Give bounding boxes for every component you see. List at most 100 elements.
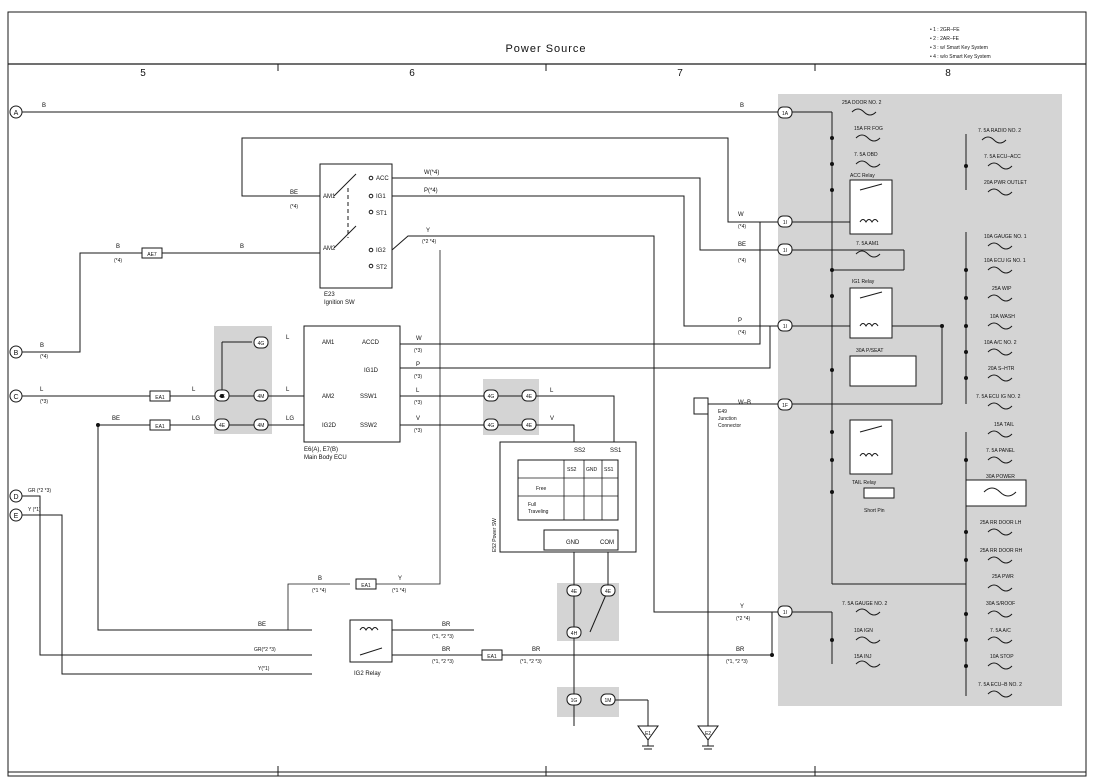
svg-text:(*1, *2 *3): (*1, *2 *3) [432, 659, 454, 665]
svg-text:(*1, *2 *3): (*1, *2 *3) [726, 659, 748, 665]
svg-text:1A: 1A [782, 111, 789, 117]
ig1-relay [849, 287, 893, 339]
svg-text:BE: BE [112, 416, 120, 422]
svg-text:25A WIP: 25A WIP [992, 286, 1012, 292]
connector-4e-c [521, 389, 537, 402]
note-1: • 1 : 2GR–FE [930, 27, 960, 33]
main-body-ecu [303, 325, 401, 443]
note-2: • 2 : 2AR–FE [930, 36, 960, 42]
svg-text:ACC: ACC [376, 176, 389, 182]
svg-text:4E: 4E [219, 423, 226, 429]
connector-4e-d [521, 418, 537, 431]
svg-text:10A GAUGE NO. 1: 10A GAUGE NO. 1 [984, 234, 1027, 240]
svg-text:BE: BE [258, 622, 266, 628]
svg-text:P(*4): P(*4) [424, 188, 438, 194]
svg-text:(*1 *4): (*1 *4) [392, 588, 407, 594]
svg-text:GND: GND [566, 540, 580, 546]
svg-text:4E: 4E [605, 589, 612, 595]
svg-text:AM1: AM1 [322, 340, 335, 346]
ig2-relay-label: IG2 Relay [354, 671, 381, 677]
connector-4h [566, 626, 582, 639]
ig2-relay [349, 619, 393, 663]
svg-text:V: V [550, 416, 554, 422]
svg-text:EA1: EA1 [155, 395, 165, 401]
svg-text:P: P [416, 362, 420, 368]
svg-text:20A S–HTR: 20A S–HTR [988, 366, 1015, 372]
svg-text:SS2: SS2 [567, 467, 577, 473]
connector-4g-b [483, 389, 499, 402]
svg-text:BE: BE [290, 190, 298, 196]
svg-text:P: P [738, 318, 742, 324]
diagram-frame [7, 11, 1087, 777]
svg-text:7. 5A AM1: 7. 5A AM1 [856, 241, 879, 247]
svg-text:B: B [14, 350, 19, 357]
svg-text:LG: LG [286, 416, 294, 422]
svg-text:(*3): (*3) [40, 399, 48, 405]
svg-text:4M: 4M [258, 394, 265, 400]
connector-4m-b [253, 418, 269, 431]
svg-text:25A RR DOOR RH: 25A RR DOOR RH [980, 548, 1023, 554]
ground-e1: E1 [637, 725, 659, 750]
svg-text:Y: Y [398, 576, 402, 582]
svg-text:EA1: EA1 [487, 654, 497, 660]
svg-text:(*4): (*4) [738, 258, 746, 264]
svg-text:4E: 4E [526, 394, 533, 400]
svg-text:Traveling: Traveling [528, 509, 549, 515]
svg-text:4G: 4G [488, 423, 495, 429]
svg-text:E2: E2 [705, 731, 711, 737]
svg-text:15A TAIL: 15A TAIL [994, 422, 1014, 428]
svg-text:(*1, *2 *3): (*1, *2 *3) [520, 659, 542, 665]
connector-4e-b [214, 418, 230, 431]
fuse-list-left: 25A DOOR NO. 2 15A FR FOG 7. 5A OBD 7. 5… [842, 100, 888, 668]
ecu-label: Main Body ECU [304, 455, 347, 461]
wire-labels: B B B (*4) B B (*4) BE (*4) W(*4) P(*4) … [28, 103, 751, 672]
svg-text:AM2: AM2 [322, 394, 335, 400]
svg-text:ST1: ST1 [376, 211, 388, 217]
svg-text:(*4): (*4) [290, 204, 298, 210]
svg-text:C: C [13, 394, 18, 401]
svg-text:10A WASH: 10A WASH [990, 314, 1015, 320]
connector-1g [566, 693, 582, 706]
svg-text:7. 5A ECU–B NO. 2: 7. 5A ECU–B NO. 2 [978, 682, 1022, 688]
svg-text:7. 5A ECU–ACC: 7. 5A ECU–ACC [984, 154, 1021, 160]
svg-text:IG1D: IG1D [364, 368, 379, 374]
svg-text:ACC Relay: ACC Relay [850, 173, 875, 179]
note-4: • 4 : w/o Smart Key System [930, 54, 991, 60]
column-6: 6 [409, 68, 415, 79]
svg-text:E: E [14, 513, 19, 520]
svg-text:BE: BE [738, 242, 746, 248]
svg-text:7. 5A OBD: 7. 5A OBD [854, 152, 878, 158]
svg-text:7. 5A A/C: 7. 5A A/C [990, 628, 1011, 634]
svg-text:25A DOOR NO. 2: 25A DOOR NO. 2 [842, 100, 882, 106]
svg-text:15A INJ: 15A INJ [854, 654, 872, 660]
connector-ea1-d [481, 649, 503, 661]
connector-ea1-c [355, 578, 377, 590]
svg-text:7. 5A RADIO NO. 2: 7. 5A RADIO NO. 2 [978, 128, 1021, 134]
svg-text:BR: BR [736, 647, 745, 653]
column-5: 5 [140, 68, 146, 79]
svg-text:(*4): (*4) [40, 354, 48, 360]
svg-text:SS1: SS1 [604, 467, 614, 473]
svg-text:Junction: Junction [718, 416, 737, 422]
column-7: 7 [677, 68, 683, 79]
svg-text:(*3): (*3) [414, 348, 422, 354]
svg-text:15A FR FOG: 15A FR FOG [854, 126, 883, 132]
ignition-switch-code: E23 [324, 292, 335, 298]
svg-text:30A S/ROOF: 30A S/ROOF [986, 601, 1015, 607]
svg-text:(*3): (*3) [414, 400, 422, 406]
svg-text:(*4): (*4) [114, 258, 122, 264]
svg-text:(*2 *4): (*2 *4) [422, 239, 437, 245]
svg-text:4G: 4G [258, 341, 265, 347]
svg-text:30A P/SEAT: 30A P/SEAT [856, 348, 883, 354]
svg-text:AM1: AM1 [323, 194, 336, 200]
svg-text:4H: 4H [571, 631, 578, 637]
connector-ea1-b [149, 419, 171, 431]
svg-text:7. 5A ECU IG NO. 2: 7. 5A ECU IG NO. 2 [976, 394, 1021, 400]
svg-text:(*3): (*3) [414, 374, 422, 380]
svg-text:A: A [14, 110, 19, 117]
svg-text:L: L [416, 388, 420, 394]
junction-connector [693, 397, 709, 415]
diagram-title: Power Source [505, 43, 586, 55]
